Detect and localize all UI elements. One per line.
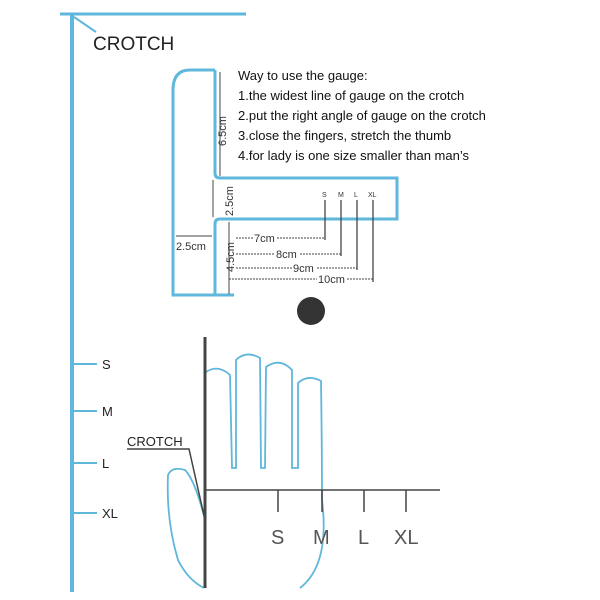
length-label: 7cm <box>254 233 275 245</box>
hand-size-label: L <box>358 527 369 549</box>
hand-outline-icon <box>205 353 325 589</box>
scale-label: XL <box>102 506 118 521</box>
page-title: CROTCH <box>93 34 174 55</box>
length-label: 8cm <box>276 249 297 261</box>
gauge-outline-outer <box>171 68 234 297</box>
dim-gap: 2.5cm <box>224 186 236 216</box>
scale-label: S <box>102 357 111 372</box>
dot-marker <box>297 297 325 325</box>
instruction-step: 3.close the fingers, stretch the thumb <box>238 128 451 143</box>
side-scale: CROTCH S M L XL <box>60 12 246 592</box>
crotch-label: CROTCH <box>127 434 183 449</box>
title-pointer <box>73 16 97 33</box>
gauge: 6.5cm 2.5cm 4.5cm 2.5cm S M L XL 7cm 8cm… <box>171 68 399 297</box>
instructions: Way to use the gauge: 1.the widest line … <box>238 68 486 163</box>
gauge-size-label: XL <box>368 192 377 199</box>
hand-size-label: S <box>271 527 284 549</box>
thumb-outline-icon <box>166 467 206 589</box>
hand-size-label: M <box>313 527 330 549</box>
hand-diagram: S M L XL CROTCH <box>127 337 440 589</box>
instruction-step: 4.for lady is one size smaller than man’… <box>238 148 469 163</box>
length-label: 10cm <box>318 274 345 286</box>
instruction-step: 1.the widest line of gauge on the crotch <box>238 88 464 103</box>
scale-label: M <box>102 404 113 419</box>
dim-lower-height: 4.5cm <box>225 242 237 272</box>
length-label: 9cm <box>293 263 314 275</box>
gauge-size-label: M <box>338 192 344 199</box>
crotch-pointer <box>127 448 206 521</box>
instruction-step: 2.put the right angle of gauge on the cr… <box>238 108 486 123</box>
dim-top-height: 6.5cm <box>217 116 229 146</box>
dim-width: 2.5cm <box>176 241 206 253</box>
gauge-size-label: L <box>354 192 358 199</box>
hand-size-label: XL <box>394 527 418 549</box>
scale-label: L <box>102 456 109 471</box>
instructions-title: Way to use the gauge: <box>238 68 368 83</box>
gauge-outline-inner <box>213 70 399 295</box>
gauge-size-label: S <box>322 192 327 199</box>
